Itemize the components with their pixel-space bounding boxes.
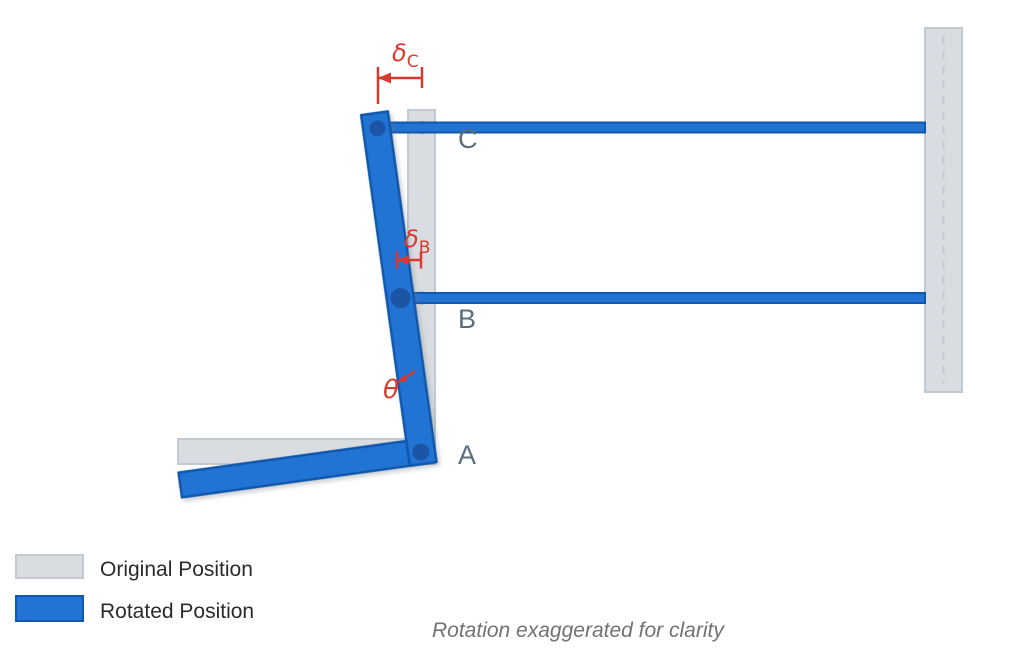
delta-c-label: δC [392,39,419,72]
delta-b-label: δB [404,225,430,258]
node-a [412,443,430,461]
delta-b-subscript: B [419,238,431,258]
delta-b-symbol: δ [404,225,419,253]
theta-annotation: θ [383,369,416,405]
label-point-b: B [458,304,476,334]
label-point-a: A [458,440,476,470]
theta-arrowhead [397,374,408,383]
tie-b [399,292,926,304]
delta-c-symbol: δ [392,39,407,67]
delta-b-arrowhead [397,255,409,265]
node-c [369,120,386,137]
theta-leader-line [404,369,416,380]
caption: Rotation exaggerated for clarity [432,619,725,642]
theta-label: θ [383,375,399,405]
delta-b-dimension: δB [395,225,430,269]
delta-c-arrowhead [378,72,391,84]
legend-label-rotated: Rotated Position [100,600,254,623]
node-b [390,288,411,308]
legend-swatch-rotated [15,595,84,622]
legend: Original Position Rotated Position [15,554,254,623]
label-point-c: C [458,124,478,154]
legend-swatch-original [15,554,84,579]
delta-c-dimension: δC [376,39,424,104]
joint-nodes [369,120,430,461]
original-position-group [177,27,963,465]
delta-c-subscript: C [407,52,419,72]
legend-label-original: Original Position [100,558,253,581]
